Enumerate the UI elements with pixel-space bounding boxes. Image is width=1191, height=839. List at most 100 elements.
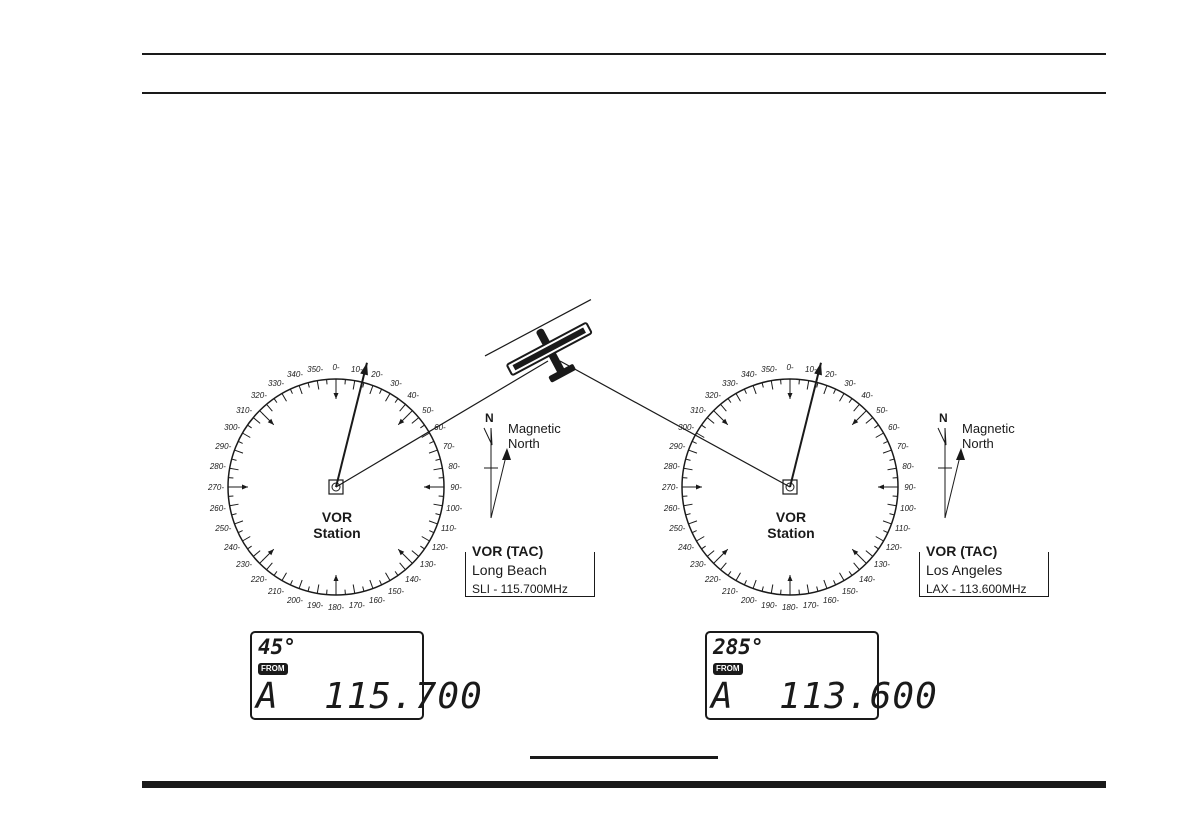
compass-tick-label: 130-: [420, 560, 436, 569]
compass-tick-label: 140-: [859, 575, 875, 584]
lcd-display-long-beach: 45° FROM A 115.700: [250, 631, 482, 720]
compass-tick-label: 310-: [690, 406, 706, 415]
vor-info-title: VOR (TAC): [470, 542, 546, 560]
compass-tick-label: 90-: [450, 483, 462, 492]
compass-tick: [411, 550, 420, 557]
compass-tick: [883, 530, 889, 534]
compass-tick: [289, 388, 293, 394]
compass-tick: [770, 380, 774, 390]
vor-info-frequency: SLI - 115.700MHz: [472, 582, 568, 596]
compass-tick-label: 310-: [236, 406, 252, 415]
compass-tick-label: 280-: [663, 462, 680, 471]
compass-tick: [399, 403, 406, 412]
compass-tick: [685, 458, 691, 461]
compass-tick-label: 160-: [369, 596, 385, 605]
compass-tick: [421, 536, 430, 542]
compass-tick: [889, 513, 895, 516]
compass-tick-label: 20-: [370, 370, 383, 379]
compass-tick: [352, 584, 356, 594]
header-rule-top: [142, 53, 1106, 55]
compass-tick: [853, 562, 860, 571]
magnetic-north-label-left: Magnetic North: [508, 421, 561, 451]
compass-tick-label: 300-: [678, 423, 694, 432]
lcd-frequency: A 115.700: [256, 676, 483, 717]
compass-tick-label: 240-: [677, 543, 694, 552]
compass-tick: [875, 432, 884, 438]
compass-tick: [816, 382, 819, 388]
north-needle: [335, 362, 368, 488]
compass-tick: [743, 580, 747, 586]
heading-arrow-head: [852, 418, 859, 425]
compass-tick: [252, 550, 261, 557]
compass-tick: [875, 536, 884, 542]
heading-arrow-head: [721, 418, 728, 425]
compass-tick: [887, 467, 897, 471]
compass-tick-label: 110-: [895, 524, 911, 533]
compass-tick: [770, 584, 774, 594]
magnetic-north-arrow-left: [483, 427, 511, 519]
compass-tick: [273, 571, 278, 576]
compass-tick-label: 290-: [214, 442, 231, 451]
compass-tick-label: 60-: [888, 423, 900, 432]
compass-tick-label: 320-: [251, 391, 267, 400]
compass-tick: [727, 571, 732, 576]
compass-tick: [720, 403, 727, 412]
compass-tick-label: 90-: [904, 483, 916, 492]
compass-tick: [234, 520, 244, 525]
compass-tick-label: 190-: [307, 601, 323, 610]
compass-tick-label: 70-: [897, 442, 909, 451]
compass-tick: [848, 571, 853, 576]
compass-tick: [839, 572, 845, 581]
compass-tick: [874, 424, 879, 429]
compass-tick: [701, 424, 706, 429]
heading-arrow-head: [333, 393, 339, 399]
compass-tick: [848, 398, 853, 403]
compass-tick-label: 40-: [407, 391, 419, 400]
north-needle-head: [814, 362, 822, 376]
heading-arrow-head: [852, 549, 859, 556]
compass-tick-label: 100-: [446, 504, 462, 513]
compass-tick: [362, 382, 365, 388]
compass-tick: [727, 398, 732, 403]
compass-tick-label: 150-: [388, 587, 404, 596]
compass-tick: [237, 530, 243, 534]
compass-tick-label: 270-: [207, 483, 224, 492]
heading-arrow-head: [398, 418, 405, 425]
compass-tick: [298, 385, 303, 395]
compass-tick: [761, 586, 764, 592]
compass-tick: [411, 417, 420, 424]
compass-tick-label: 330-: [268, 379, 284, 388]
compass-tick: [823, 579, 828, 589]
compass-tick: [307, 382, 310, 388]
compass-tick-label: 30-: [844, 379, 856, 388]
compass-tick-label: 170-: [349, 601, 365, 610]
compass-tick: [229, 503, 239, 507]
compass-tick: [833, 580, 837, 586]
compass-tick-label: 220-: [704, 575, 721, 584]
compass-tick-label: 290-: [668, 442, 685, 451]
compass-tick: [701, 545, 706, 550]
heading-arrow-head: [333, 575, 339, 581]
compass-tick: [435, 458, 441, 461]
compass-tick: [696, 536, 705, 542]
compass-tick-label: 230-: [689, 560, 706, 569]
compass-tick: [853, 403, 860, 412]
compass-tick: [752, 579, 757, 589]
compass-tick: [683, 503, 693, 507]
compass-tick: [379, 580, 383, 586]
compass-tick: [720, 562, 727, 571]
caption-rule: [530, 756, 718, 759]
compass-tick-label: 250-: [668, 524, 685, 533]
compass-tick: [428, 520, 438, 525]
compass-rose-los-angeles: 0-10-20-30-40-50-60-70-80-90-100-110-120…: [661, 362, 917, 612]
bearing-line-long-beach: [335, 360, 549, 488]
heading-arrow-head: [267, 549, 274, 556]
compass-tick: [385, 393, 391, 402]
compass-tick-label: 50-: [876, 406, 888, 415]
compass-tick: [229, 467, 239, 471]
compass-tick: [385, 572, 391, 581]
compass-tick-label: 270-: [661, 483, 678, 492]
compass-tick: [874, 545, 879, 550]
compass-tick: [281, 572, 287, 581]
